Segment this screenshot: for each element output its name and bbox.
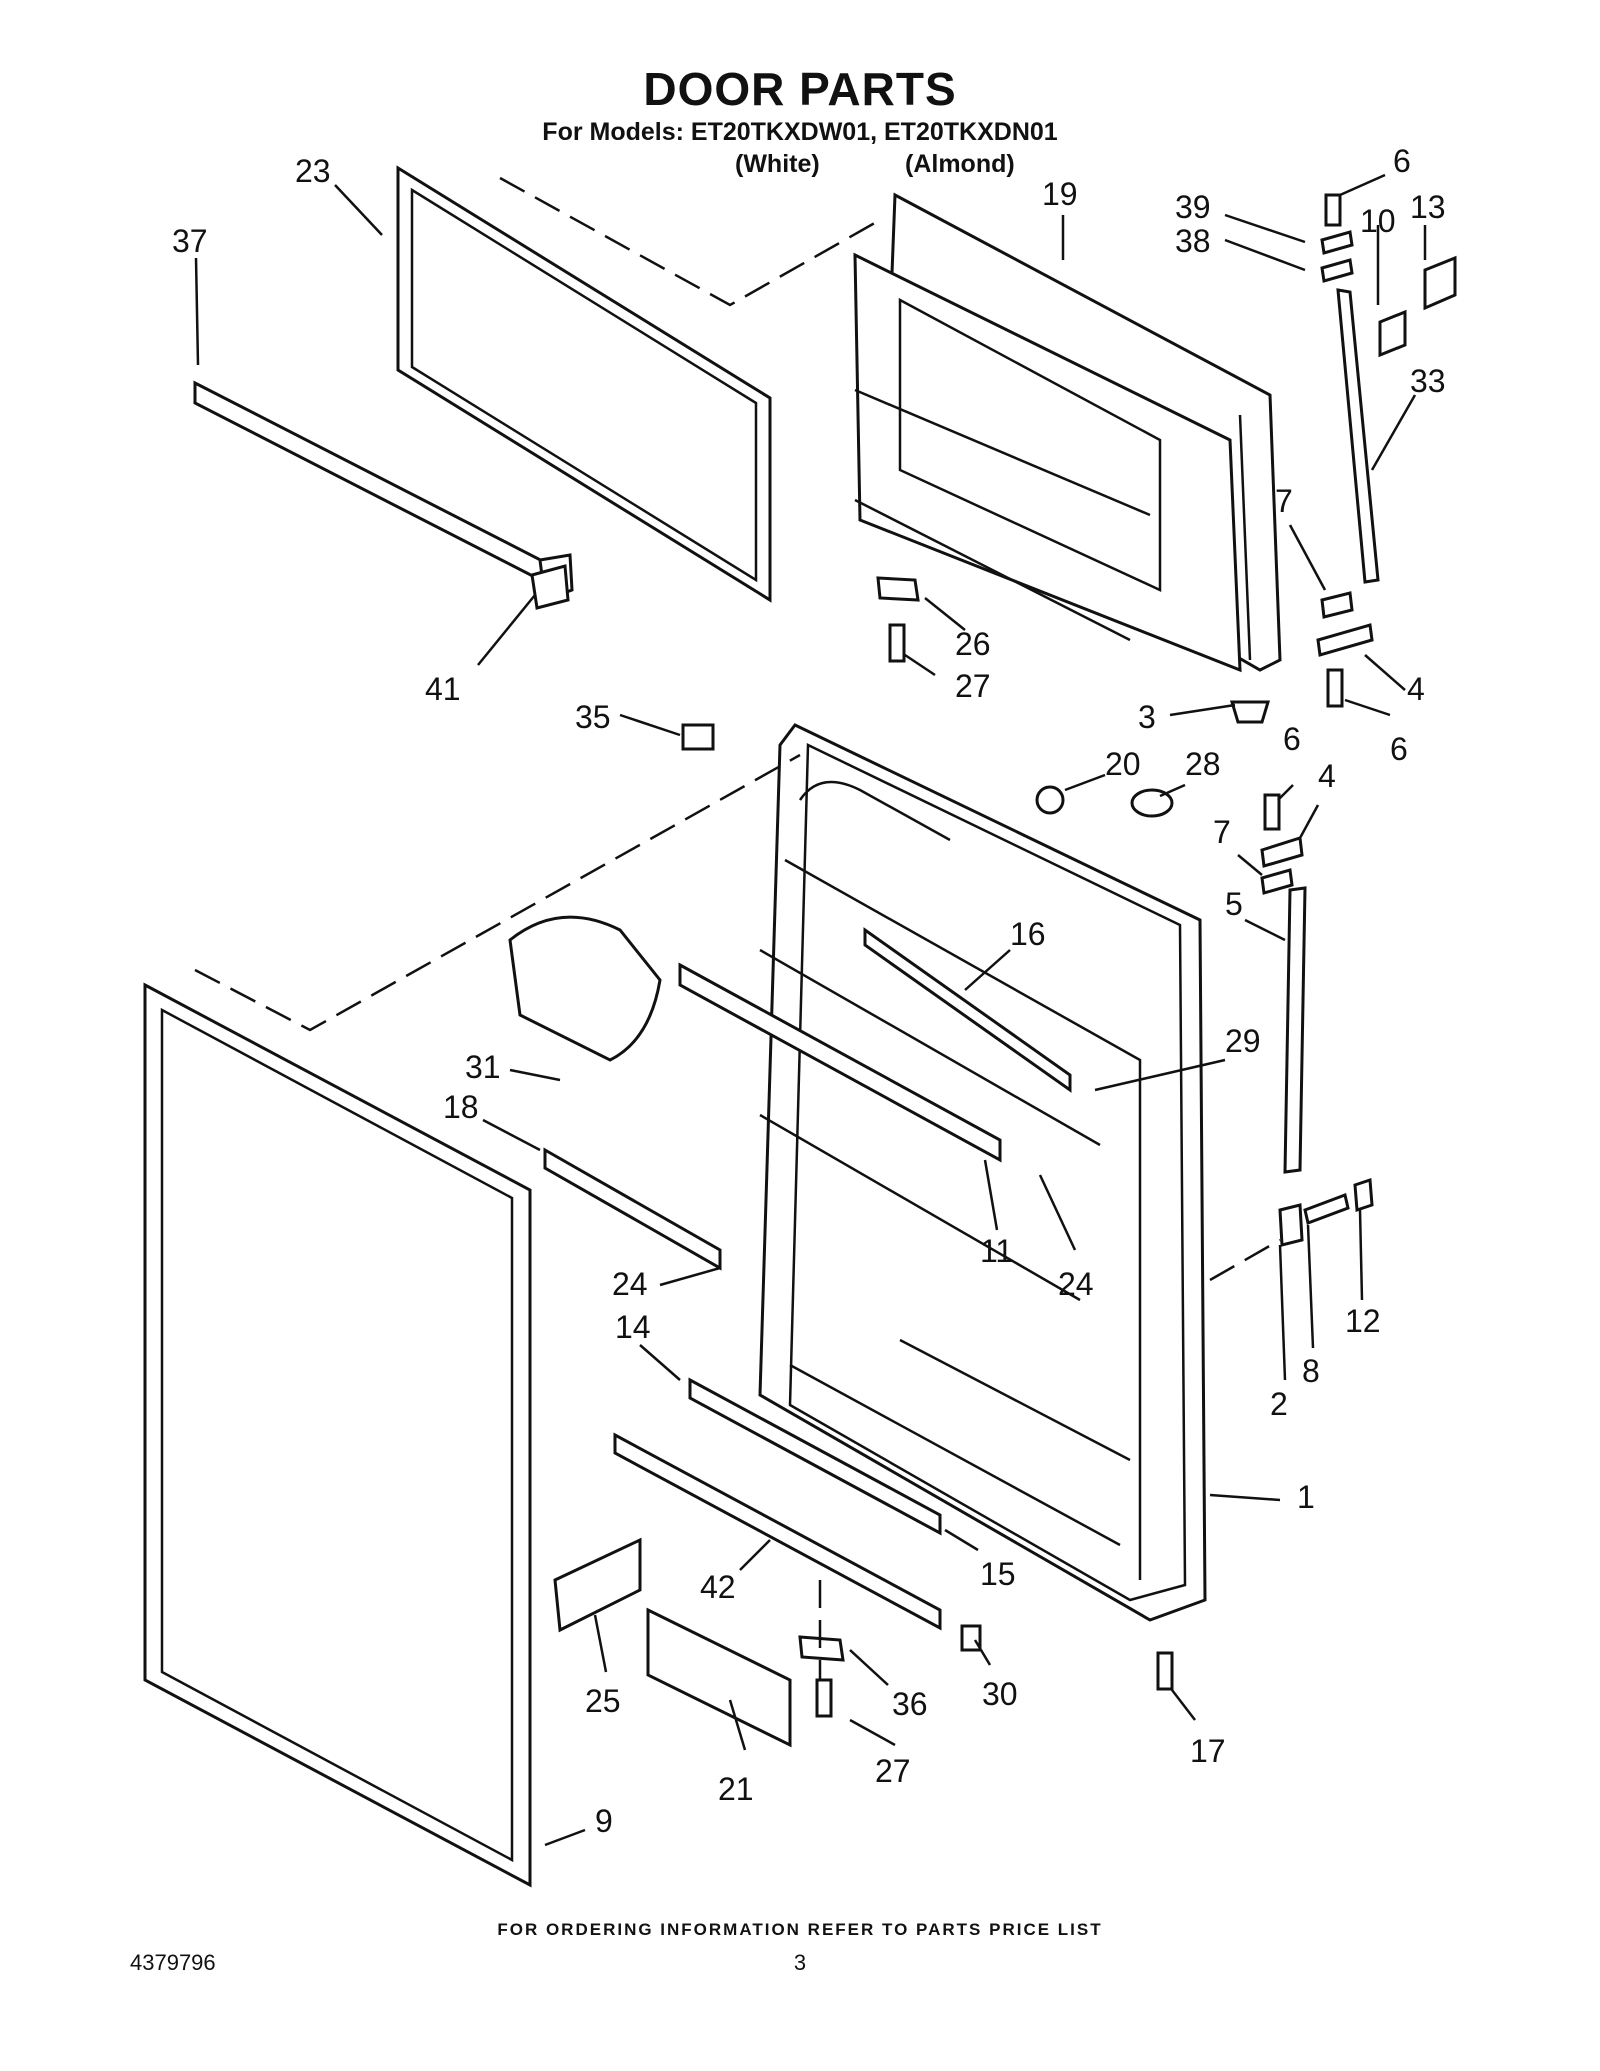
callout-6-right: 6	[1390, 731, 1408, 767]
plug-35	[681, 723, 715, 751]
cam-20	[1035, 785, 1065, 815]
callout-16: 16	[1010, 916, 1046, 952]
callout-17: 17	[1190, 1733, 1226, 1769]
callout-4-top: 4	[1407, 671, 1425, 707]
callout-labels: 23 37 41 19 39 38 6 10 13 33 7 4 26 27 3…	[172, 143, 1446, 1839]
callout-5: 5	[1225, 886, 1243, 922]
hinge-pin-36	[798, 1635, 845, 1662]
leader-lines	[194, 173, 1427, 1847]
callout-11: 11	[980, 1233, 1013, 1269]
callout-7-mid: 7	[1213, 814, 1231, 850]
callout-15: 15	[980, 1556, 1016, 1592]
callout-2: 2	[1270, 1386, 1288, 1422]
callout-37: 37	[172, 223, 208, 259]
callout-3: 3	[1138, 699, 1156, 735]
callout-35: 35	[575, 699, 611, 735]
callout-24-left: 24	[612, 1266, 648, 1302]
hinge-pin-26	[876, 576, 920, 602]
callout-13: 13	[1410, 189, 1446, 225]
callout-31: 31	[465, 1049, 501, 1085]
top-hinge-assembly	[1316, 193, 1457, 708]
rail-42	[613, 1432, 942, 1631]
callout-29: 29	[1225, 1023, 1261, 1059]
callout-14: 14	[615, 1309, 651, 1345]
models-line: For Models: ET20TKXDW01, ET20TKXDN01	[542, 118, 1058, 146]
ordering-note: FOR ORDERING INFORMATION REFER TO PARTS …	[497, 1920, 1103, 1939]
rail-16	[863, 927, 1072, 1093]
rail-11	[678, 962, 1002, 1163]
cover-25	[553, 1537, 642, 1633]
callout-38: 38	[1175, 223, 1211, 259]
door-stop-3	[1229, 700, 1271, 724]
callout-27-top: 27	[955, 668, 991, 704]
variant-almond: (Almond)	[905, 150, 1015, 178]
screw-27-top	[888, 623, 906, 663]
callout-12: 12	[1345, 1303, 1381, 1339]
shelf-end-cap-41	[530, 564, 570, 610]
callout-36: 36	[892, 1686, 928, 1722]
callout-10: 10	[1360, 203, 1396, 239]
alignment-line-left	[194, 753, 801, 1032]
panel-21	[646, 1607, 792, 1748]
page-number: 3	[793, 1950, 807, 1975]
callout-23: 23	[295, 153, 331, 189]
butter-bin-31	[508, 915, 662, 1062]
cap-12	[1353, 1177, 1374, 1213]
callout-8: 8	[1302, 1353, 1320, 1389]
fresh-food-door	[758, 723, 1207, 1622]
screw-17	[1156, 1651, 1174, 1691]
screw-27-bottom	[815, 1678, 833, 1718]
freezer-door-gasket	[396, 165, 772, 603]
shim-7-mid	[1260, 868, 1294, 895]
callout-1: 1	[1297, 1479, 1315, 1515]
rail-14	[688, 1377, 942, 1536]
alignment-line-top	[499, 176, 881, 307]
variant-white: (White)	[735, 150, 820, 178]
callout-42: 42	[700, 1569, 736, 1605]
fresh-food-door-gasket	[143, 982, 532, 1888]
callout-20: 20	[1105, 746, 1141, 782]
callout-28: 28	[1185, 746, 1221, 782]
page-title: DOOR PARTS	[643, 63, 957, 115]
hinge-pin-8	[1303, 1192, 1350, 1226]
alignment-line-right	[1209, 1238, 1281, 1282]
callout-18: 18	[443, 1089, 479, 1125]
callout-6-top: 6	[1393, 143, 1411, 179]
screw-6-mid	[1263, 793, 1281, 831]
hinge-4-mid	[1260, 836, 1304, 868]
plug-28	[1130, 788, 1174, 818]
callout-39: 39	[1175, 189, 1211, 225]
callout-30: 30	[982, 1676, 1018, 1712]
callout-21: 21	[718, 1771, 754, 1807]
hinge-seal-5	[1283, 886, 1307, 1174]
rail-18	[543, 1147, 722, 1271]
end-cap-30	[960, 1624, 982, 1652]
hinge-bracket-2	[1278, 1203, 1304, 1247]
freezer-door-outer	[853, 192, 1282, 673]
document-number: 4379796	[130, 1950, 216, 1975]
callout-26: 26	[955, 626, 991, 662]
callout-25: 25	[585, 1683, 621, 1719]
callout-19: 19	[1042, 176, 1078, 212]
callout-4-mid: 4	[1318, 758, 1336, 794]
callout-24-right: 24	[1058, 1266, 1094, 1302]
callout-33: 33	[1410, 363, 1446, 399]
callout-41: 41	[425, 671, 461, 707]
callout-7-top: 7	[1275, 483, 1293, 519]
callout-6-mid: 6	[1283, 721, 1301, 757]
callout-9: 9	[595, 1803, 613, 1839]
callout-27-bottom: 27	[875, 1753, 911, 1789]
